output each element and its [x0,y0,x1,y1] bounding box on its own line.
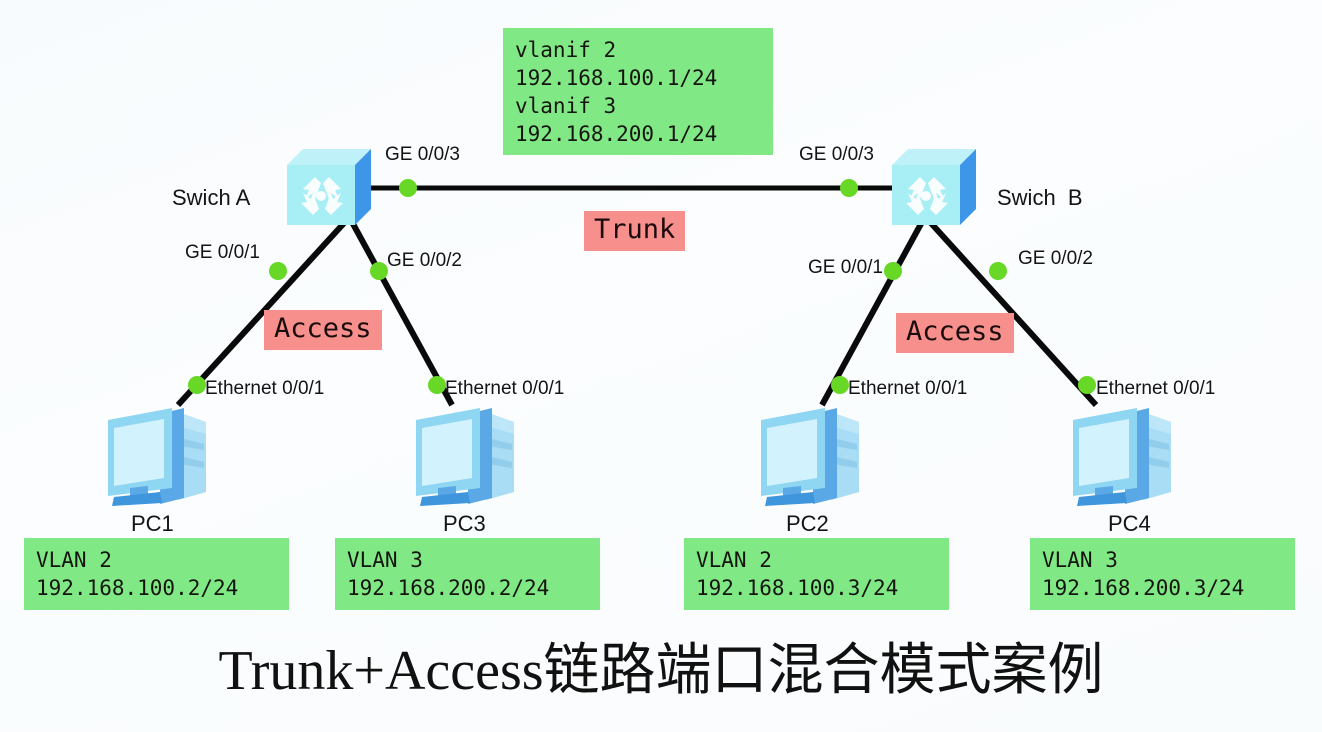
port-label-sb-ge001: GE 0/0/1 [808,257,883,278]
switch-b-icon[interactable] [888,143,980,231]
access-mode-badge-left: Access [264,310,382,350]
port-dot-sa-ge001 [269,262,287,280]
port-dot-sb-ge003 [840,179,858,197]
pc2-address-line: 192.168.100.3/24 [696,576,899,600]
pc2-vlan-box: VLAN 2 192.168.100.3/24 [684,538,949,610]
pc2-label: PC2 [786,511,829,536]
diagram-title: Trunk+Access链路端口混合模式案例 [218,640,1104,702]
pc4-vlan-line: VLAN 3 [1042,548,1118,572]
pc2-vlan-line: VLAN 2 [696,548,772,572]
switch-a-icon[interactable] [283,143,375,231]
pc3-port-label: Ethernet 0/0/1 [445,378,565,399]
pc1-icon[interactable] [100,400,220,510]
port-dot-sb-ge002 [989,262,1007,280]
port-label-sa-ge001: GE 0/0/1 [185,242,260,263]
pc1-vlan-line: VLAN 2 [36,548,112,572]
port-dot-pc2-eth [831,376,849,394]
port-dot-pc1-eth [188,376,206,394]
port-dot-pc3-eth [428,376,446,394]
port-dot-sa-ge003 [399,179,417,197]
switch-a-vlanif-config-box: vlanif 2 192.168.100.1/24 vlanif 3 192.1… [503,28,773,155]
pc1-port-label: Ethernet 0/0/1 [205,378,325,399]
pc3-icon[interactable] [408,400,528,510]
pc2-port-label: Ethernet 0/0/1 [848,378,968,399]
pc2-icon[interactable] [753,400,873,510]
pc3-vlan-line: VLAN 3 [347,548,423,572]
port-label-sa-ge002: GE 0/0/2 [387,250,462,271]
port-dot-sb-ge001 [884,262,902,280]
pc1-address-line: 192.168.100.2/24 [36,576,239,600]
port-label-sb-ge002: GE 0/0/2 [1018,248,1093,269]
pc4-label: PC4 [1108,511,1151,536]
pc1-label: PC1 [131,511,174,536]
port-label-sb-ge003: GE 0/0/3 [799,144,874,165]
pc3-address-line: 192.168.200.2/24 [347,576,550,600]
port-label-sa-ge003: GE 0/0/3 [385,144,460,165]
pc4-vlan-box: VLAN 3 192.168.200.3/24 [1030,538,1295,610]
port-dot-pc4-eth [1078,376,1096,394]
trunk-mode-badge: Trunk [584,211,686,251]
switch-b-label: Swich B [997,185,1083,210]
pc4-port-label: Ethernet 0/0/1 [1096,378,1216,399]
port-dot-sa-ge002 [370,262,388,280]
pc3-label: PC3 [443,511,486,536]
pc4-icon[interactable] [1065,400,1185,510]
pc4-address-line: 192.168.200.3/24 [1042,576,1245,600]
access-mode-badge-right: Access [896,313,1014,353]
switch-a-label: Swich A [172,185,251,210]
pc1-vlan-box: VLAN 2 192.168.100.2/24 [24,538,289,610]
pc3-vlan-box: VLAN 3 192.168.200.2/24 [335,538,600,610]
